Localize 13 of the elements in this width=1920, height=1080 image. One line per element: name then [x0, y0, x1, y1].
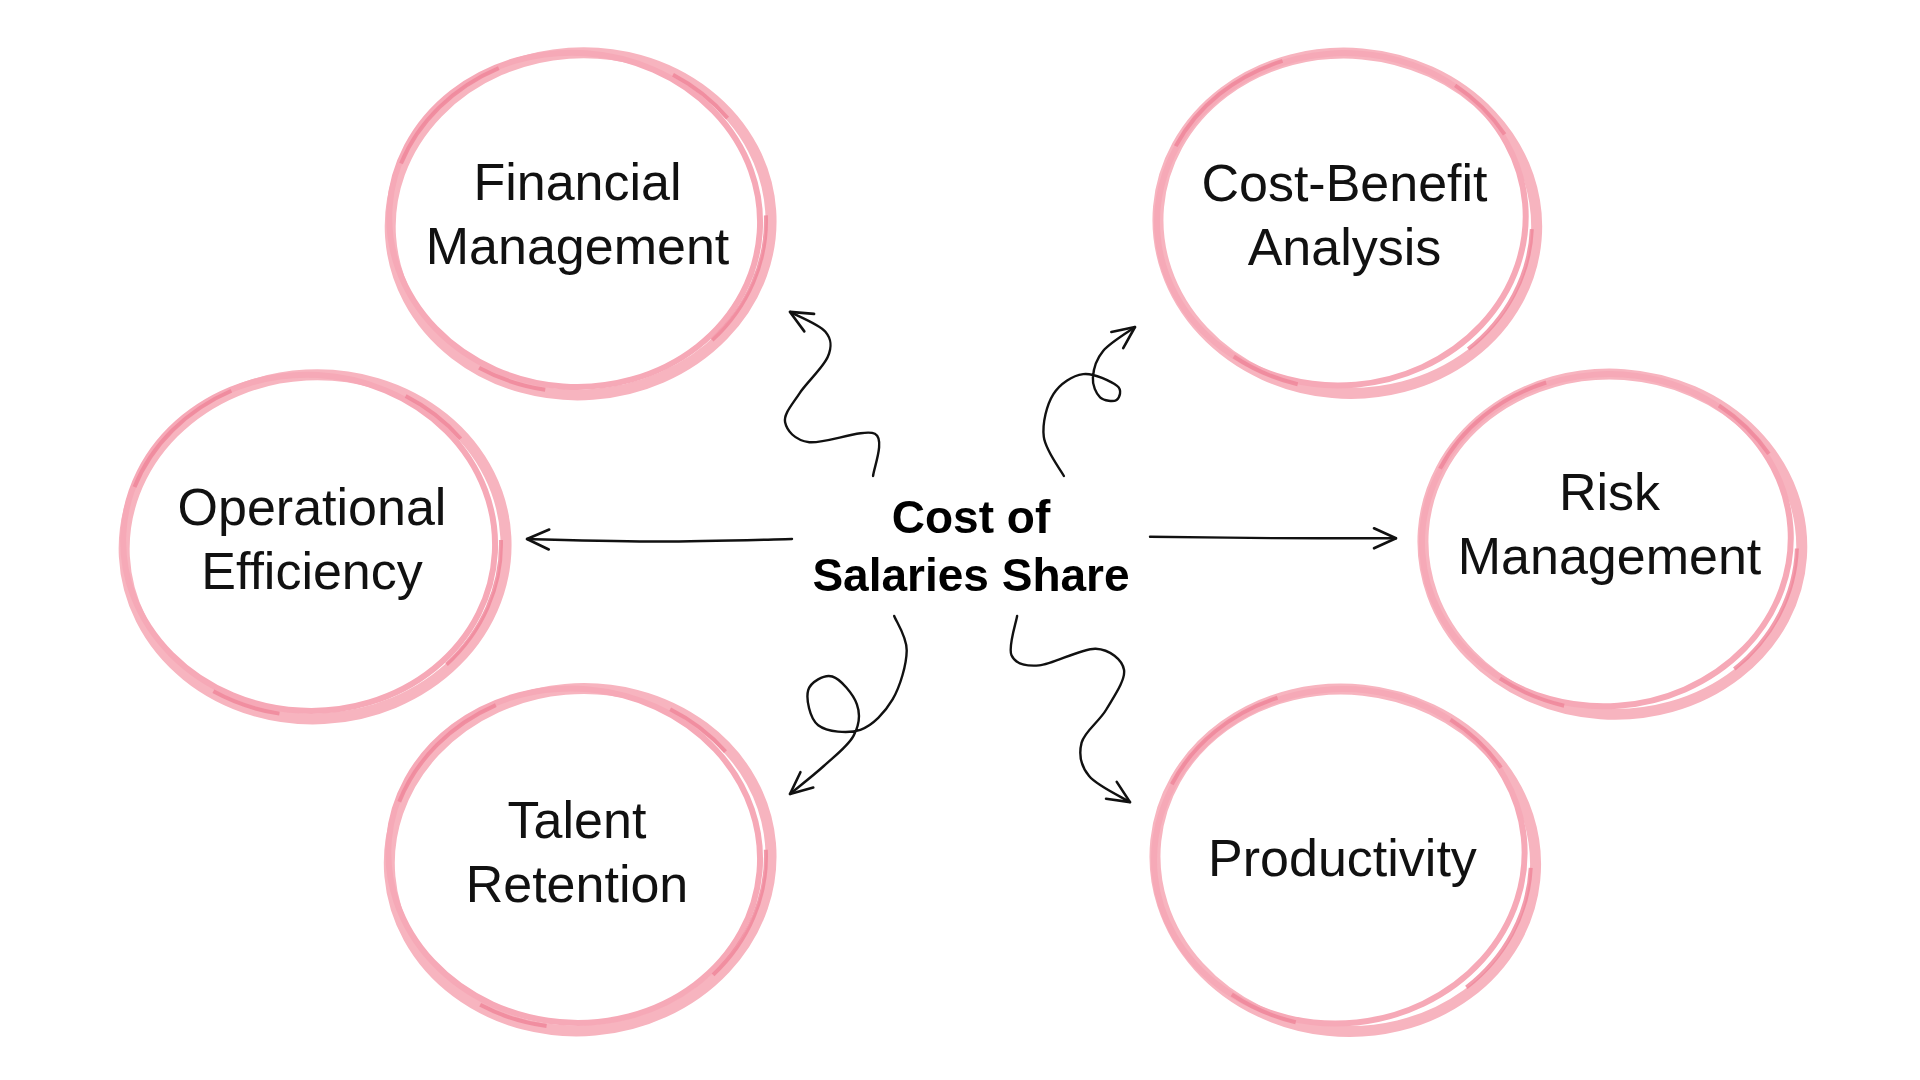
- arrow: [1148, 527, 1398, 550]
- arrow: [788, 614, 908, 796]
- node-label: Operational Efficiency: [176, 477, 448, 602]
- node-label: Productivity: [1208, 828, 1477, 889]
- node-label: Talent Retention: [464, 790, 690, 915]
- node-label: Risk Management: [1456, 462, 1763, 587]
- node-label: Cost-Benefit Analysis: [1200, 153, 1489, 278]
- center-label: Cost of Salaries Share: [804, 488, 1138, 604]
- arrow: [783, 310, 881, 478]
- arrow: [1009, 614, 1132, 804]
- arrow: [525, 528, 794, 551]
- node-label: Financial Management: [424, 152, 731, 277]
- arrow: [1042, 325, 1137, 478]
